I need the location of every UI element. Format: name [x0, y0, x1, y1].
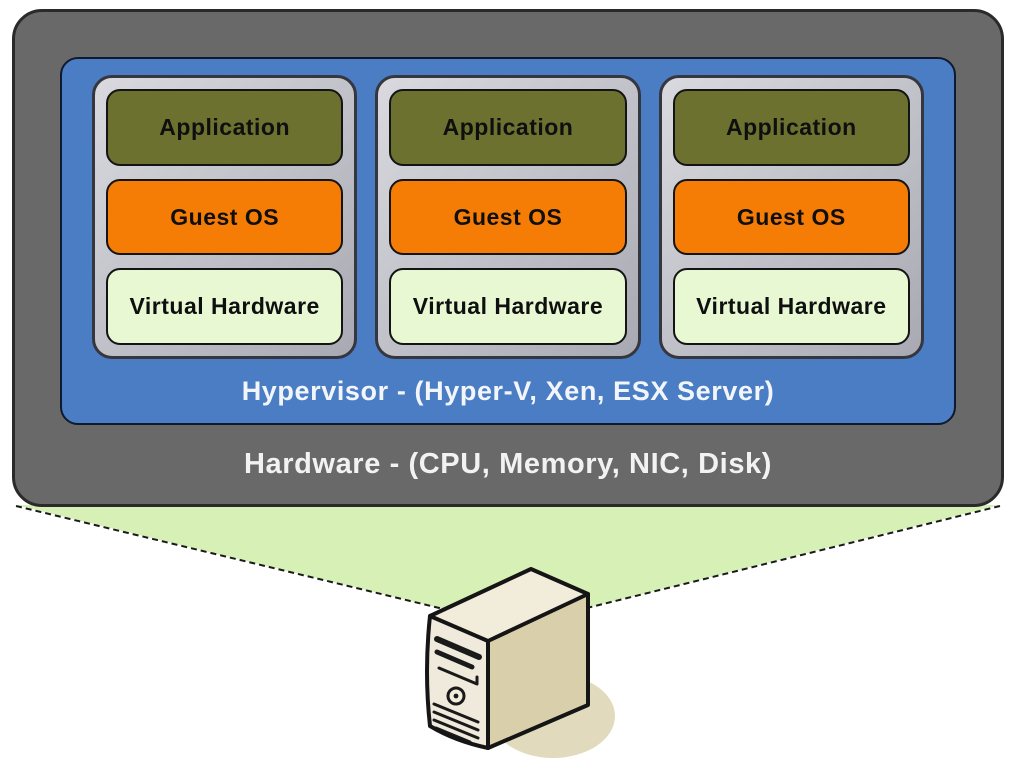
- vm-stack-1: Application Guest OS Virtual Hardware: [92, 75, 358, 359]
- guest-os-box: Guest OS: [672, 178, 910, 256]
- hypervisor-box: Application Guest OS Virtual Hardware Ap…: [60, 57, 956, 425]
- virtual-hardware-box: Virtual Hardware: [672, 268, 910, 346]
- projection-beam: [16, 505, 1000, 626]
- vm-stack-2: Application Guest OS Virtual Hardware: [375, 75, 641, 359]
- hypervisor-label: Hypervisor - (Hyper-V, Xen, ESX Server): [241, 375, 775, 406]
- virtual-hardware-box: Virtual Hardware: [106, 268, 344, 346]
- application-box: Application: [672, 89, 910, 166]
- guest-os-box: Guest OS: [106, 178, 344, 256]
- vm-row: Application Guest OS Virtual Hardware Ap…: [62, 59, 954, 359]
- hardware-box: Application Guest OS Virtual Hardware Ap…: [12, 9, 1004, 507]
- guest-os-box: Guest OS: [389, 178, 627, 256]
- beam-edge-right: [513, 505, 1001, 627]
- beam-edge-left: [15, 505, 515, 627]
- hardware-label: Hardware - (CPU, Memory, NIC, Disk): [243, 448, 773, 480]
- virtual-hardware-box: Virtual Hardware: [389, 268, 627, 346]
- vm-stack-3: Application Guest OS Virtual Hardware: [658, 75, 924, 359]
- application-box: Application: [106, 89, 344, 166]
- application-box: Application: [389, 89, 627, 166]
- server-tower-icon: [425, 567, 615, 758]
